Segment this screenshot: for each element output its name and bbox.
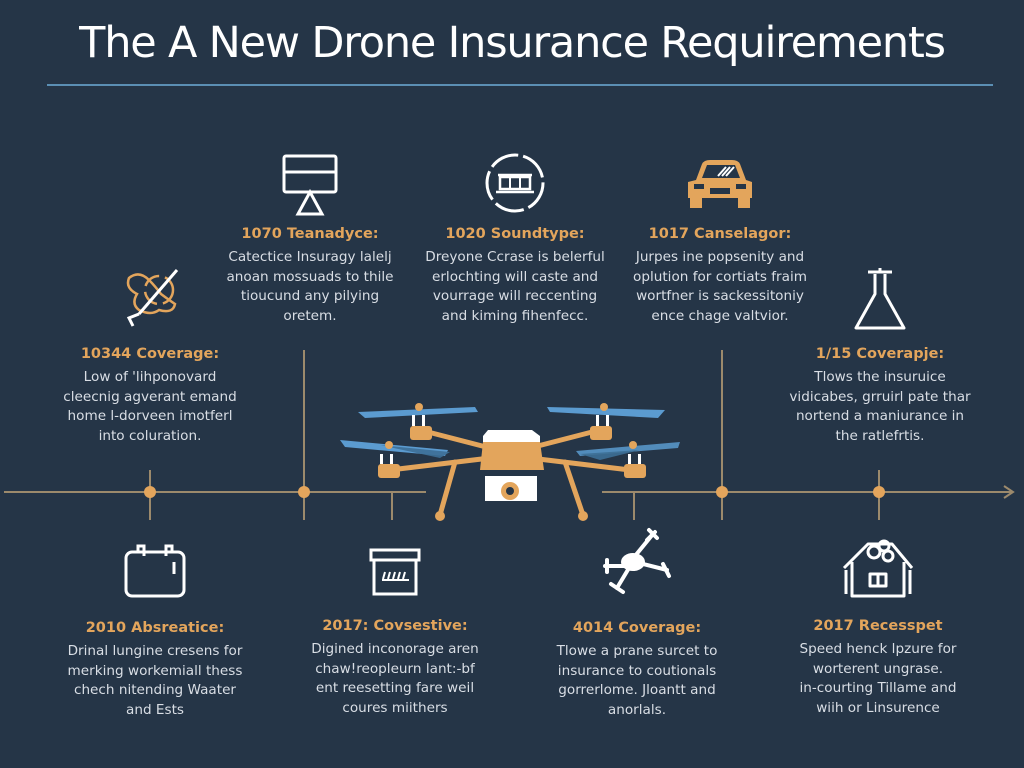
card-line: anoan mossuads to thile (226, 268, 394, 285)
card-body: Jurpes ine popsenity and oplution for co… (610, 248, 830, 326)
card-body: Dreyone Ccrase is belerful erlochting wi… (405, 248, 625, 326)
card-line: vidicabes, grruirl pate thar (789, 388, 971, 405)
card-line: Tlowe a prane surcet to (556, 643, 718, 659)
card-line: and kiming fihenfecc. (441, 307, 589, 324)
card-heading: 4014 Coverage: (572, 620, 702, 636)
card-line: Drinal lungine cresens for (67, 643, 243, 659)
card-line: in-courting Tillame and (799, 680, 957, 696)
card-2017-covsestive: 2017: Covsestive: Digined inconorage are… (285, 544, 505, 718)
title-divider (47, 84, 993, 86)
card-line: ent reesetting fare weil (315, 680, 475, 696)
card-body: Digined inconorage aren chaw!reopleurn l… (285, 640, 505, 718)
card-body: Catectice Insuragy lalelj anoan mossuads… (200, 248, 420, 326)
wrench-cross-icon (126, 269, 179, 327)
card-line: gorrerlome. Jloantt and (558, 682, 716, 698)
card-10344-coverage: 10344 Coverage: Low of 'lihponovard clee… (40, 264, 260, 446)
card-line: nortend a maniurance in (795, 408, 965, 424)
card-heading: 1070 Teanadyce: (241, 226, 379, 242)
card-heading: 1/15 Coverapje: (815, 346, 945, 362)
card-2010-absreatice: 2010 Absreatice: Drinal lungine cresens … (40, 540, 270, 720)
card-line: Catectice Insuragy lalelj (228, 249, 392, 265)
card-line: vourrage will reccenting (432, 288, 598, 304)
monitor-icon (282, 154, 338, 216)
card-2017-recesspet: 2017 Recesspet Speed henck lpzure for wo… (768, 536, 988, 718)
card-line: worterent ungrase. (812, 660, 944, 677)
card-line: Low of 'lihponovard (83, 369, 217, 385)
card-line: Dreyone Ccrase is belerful (425, 249, 605, 265)
drone-illustration (340, 403, 680, 521)
box-icon (369, 548, 421, 596)
card-line: cleecnig agverant emand (63, 388, 237, 405)
card-line: wortfner is sackessitoniy (636, 288, 804, 304)
drone-icon (603, 528, 671, 594)
card-body: Drinal lungine cresens for merking worke… (40, 642, 270, 720)
card-line: chech nitending Waater (73, 682, 237, 698)
page-title: The A New Drone Insurance Requirements (79, 18, 946, 68)
card-line: chaw!reopleurn lant:-bf (315, 660, 475, 677)
card-line: ence chage valtvior. (651, 307, 789, 324)
card-1017-canselagor: 1017 Canselagor: Jurpes ine popsenity an… (610, 150, 830, 326)
card-line: into coluration. (98, 427, 202, 444)
card-line: oplution for cortiats fraim (633, 268, 807, 285)
card-heading: 1020 Soundtype: (445, 226, 585, 242)
card-line: Tlows the insuruice (814, 369, 946, 385)
card-line: Digined inconorage aren (311, 641, 479, 657)
car-icon (688, 160, 752, 208)
card-line: anorlals. (607, 701, 667, 718)
card-heading: 10344 Coverage: (80, 346, 220, 362)
card-line: insurance to coutionals (557, 662, 717, 679)
card-body: Tlowe a prane surcet to insurance to cou… (527, 642, 747, 720)
card-line: tioucund any pilying (240, 288, 380, 304)
card-line: Speed henck lpzure for (799, 641, 957, 657)
card-body: Speed henck lpzure for worterent ungrase… (768, 640, 988, 718)
card-heading: 1017 Canselagor: (648, 226, 792, 242)
card-line: and Ests (126, 701, 184, 718)
house-icon (842, 539, 914, 598)
globe-gear-icon (485, 153, 545, 213)
card-line: the ratlefrtis. (835, 427, 925, 444)
briefcase-icon (124, 544, 186, 598)
card-1070-teanadyce: 1070 Teanadyce: Catectice Insuragy lalel… (200, 150, 420, 326)
card-body: Tlows the insuruice vidicabes, grruirl p… (765, 368, 995, 446)
card-body: Low of 'lihponovard cleecnig agverant em… (40, 368, 260, 446)
card-line: home l-dorveen imotferl (67, 408, 233, 424)
card-1-15-coverage: 1/15 Coverapje: Tlows the insuruice vidi… (765, 266, 995, 446)
card-line: wiih or Linsurence (816, 699, 940, 716)
card-heading: 2017 Recesspet (813, 618, 943, 634)
flask-icon (854, 268, 906, 330)
card-line: oretem. (283, 307, 337, 324)
card-line: erlochting will caste and (431, 268, 599, 285)
card-4014-coverage: 4014 Coverage: Tlowe a prane surcet to i… (527, 526, 747, 720)
card-line: coures miithers (342, 699, 448, 716)
card-1020-soundtype: 1020 Soundtype: Dreyone Ccrase is belerf… (405, 150, 625, 326)
card-line: Jurpes ine popsenity and (635, 249, 805, 265)
card-heading: 2010 Absreatice: (85, 620, 225, 636)
card-line: merking workemiall thess (67, 662, 243, 679)
card-heading: 2017: Covsestive: (322, 618, 468, 634)
